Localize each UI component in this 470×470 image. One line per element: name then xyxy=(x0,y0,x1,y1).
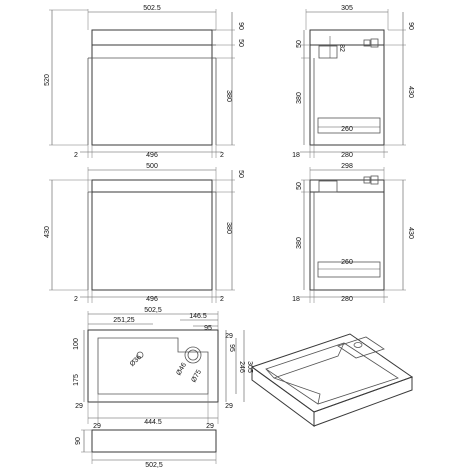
top-side-outline xyxy=(309,179,385,193)
dim-90: 90 xyxy=(407,22,414,30)
front-view-1: 502.5 520 90 50 380 2 496 2 xyxy=(44,5,244,159)
dia-46: Ø46 xyxy=(175,362,188,377)
dim-95: 95 xyxy=(204,325,212,332)
dim-430: 430 xyxy=(407,86,414,98)
dim-95-right: 95 xyxy=(228,344,235,352)
dim-380: 380 xyxy=(296,237,303,249)
dim-29-left: 29 xyxy=(75,403,83,410)
dim-246: 246 xyxy=(238,361,245,373)
cabinet-side-outline xyxy=(309,44,385,146)
bowl-outline xyxy=(97,337,209,395)
dim-29-bottom-right: 29 xyxy=(206,423,214,430)
dim-18: 18 xyxy=(292,152,300,159)
worktop-outline xyxy=(91,29,213,46)
side-view-2: 298 50 380 430 260 18 280 xyxy=(292,163,414,303)
dim-50: 50 xyxy=(237,39,244,47)
bowl-inner-edge xyxy=(265,368,321,405)
basin-top-face xyxy=(250,333,414,413)
tap-hole-outer xyxy=(184,346,202,364)
dim-496: 496 xyxy=(146,152,158,159)
dim-430: 430 xyxy=(407,227,414,239)
cabinet-body-outline xyxy=(91,191,213,291)
basin-front-outline xyxy=(91,429,217,453)
dim-305: 305 xyxy=(246,361,253,373)
dim-29-right-top: 29 xyxy=(225,333,233,340)
bowl-inner-edge xyxy=(273,342,345,379)
dim-280: 280 xyxy=(341,296,353,303)
dim-82: 82 xyxy=(338,44,345,52)
dim-29-right-bottom: 29 xyxy=(225,403,233,410)
basin-front-view: 90 502,5 xyxy=(75,429,217,469)
bowl-rim xyxy=(265,342,399,405)
front-view-2: 500 50 380 430 2 496 2 xyxy=(44,163,244,303)
tap-hole-section xyxy=(363,39,371,47)
cabinet-body-outline xyxy=(91,44,213,146)
dim-251-25: 251,25 xyxy=(113,317,135,324)
dim-260: 260 xyxy=(341,259,353,266)
dim-444-5: 444.5 xyxy=(144,419,162,426)
dim-380: 380 xyxy=(225,90,232,102)
dim-500: 500 xyxy=(146,163,158,170)
dim-2-right: 2 xyxy=(220,296,224,303)
dim-502-5: 502,5 xyxy=(144,307,162,314)
basin-top-view: 502,5 251,25 146.5 95 29 100 175 29 Ø36 … xyxy=(73,307,253,430)
tap-hole-section xyxy=(370,175,379,185)
dim-100: 100 xyxy=(73,338,80,350)
dim-260: 260 xyxy=(341,126,353,133)
basin-right-face xyxy=(313,376,413,427)
tap-hole-inner xyxy=(187,349,199,361)
dim-496: 496 xyxy=(146,296,158,303)
dim-2-left: 2 xyxy=(74,152,78,159)
tap-hole-icon xyxy=(353,342,363,348)
tap-hole-section xyxy=(370,38,379,48)
cabinet-side-outline xyxy=(309,191,385,291)
tap-hole-section xyxy=(363,176,371,184)
dia-36: Ø36 xyxy=(129,354,143,368)
dim-50: 50 xyxy=(296,40,303,48)
dim-502-5: 502,5 xyxy=(145,462,163,469)
overflow-hole xyxy=(136,351,144,359)
basin-bowl-section xyxy=(318,180,338,193)
dim-305: 305 xyxy=(341,5,353,12)
dim-298: 298 xyxy=(341,163,353,170)
top-band-outline xyxy=(91,179,213,193)
basin-isometric xyxy=(250,333,414,427)
dim-280: 280 xyxy=(341,152,353,159)
dia-75: Ø75 xyxy=(190,369,203,384)
tap-deck xyxy=(337,336,385,359)
dim-50: 50 xyxy=(237,170,244,178)
dim-29-bottom-left: 29 xyxy=(93,423,101,430)
basin-left-face xyxy=(251,366,315,427)
dim-90: 90 xyxy=(75,437,82,445)
dim-380: 380 xyxy=(296,92,303,104)
dim-146-5: 146.5 xyxy=(189,313,207,320)
dim-380: 380 xyxy=(225,222,232,234)
dim-18: 18 xyxy=(292,296,300,303)
dim-50: 50 xyxy=(296,182,303,190)
side-view-1: 305 50 380 82 90 430 260 18 280 xyxy=(292,5,414,159)
basin-outline xyxy=(87,329,219,403)
dim-175: 175 xyxy=(73,374,80,386)
basin-bowl-section xyxy=(318,45,338,59)
worktop-side-outline xyxy=(309,29,385,46)
dim-90: 90 xyxy=(237,22,244,30)
dim-502-5: 502.5 xyxy=(143,5,161,12)
dim-430: 430 xyxy=(44,226,51,238)
dim-2-left: 2 xyxy=(74,296,78,303)
dim-520: 520 xyxy=(44,74,51,86)
dim-2-right: 2 xyxy=(220,152,224,159)
drawer-inner-outline xyxy=(317,261,381,278)
drawer-inner-outline xyxy=(317,117,381,134)
